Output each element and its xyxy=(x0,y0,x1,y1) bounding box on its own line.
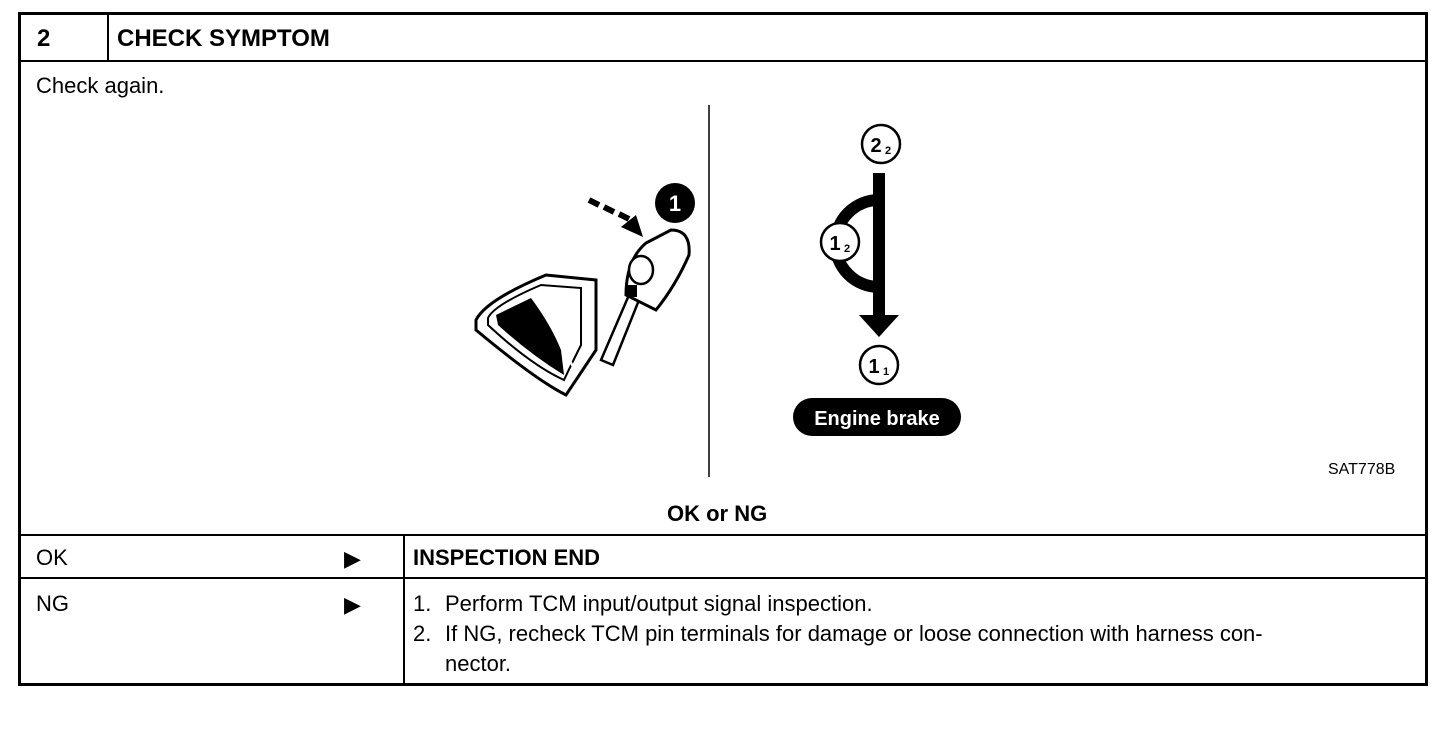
ok-arrow-icon: ▶ xyxy=(344,546,361,571)
shift-lever-figure: 1 2 2 1 2 1 1 Engine brake xyxy=(474,105,961,477)
shift-marker-circle xyxy=(655,183,695,223)
ng-label: NG xyxy=(36,591,69,616)
position-top-circle xyxy=(860,123,902,165)
position-bottom-sub: 1 xyxy=(883,366,889,378)
ok-ng-separator xyxy=(21,577,1425,579)
ng-step-2-number: 2. xyxy=(413,621,432,646)
ng-step-1-text: Perform TCM input/output signal inspecti… xyxy=(445,591,873,616)
position-mid-circle xyxy=(819,221,861,263)
instruction-text: Check again. xyxy=(36,73,165,98)
ng-step-2-text: If NG, recheck TCM pin terminals for dam… xyxy=(445,621,1263,646)
engine-brake-label: Engine brake xyxy=(814,408,940,430)
position-top-sub: 2 xyxy=(885,145,891,157)
ng-arrow-icon: ▶ xyxy=(344,592,361,617)
body-separator xyxy=(21,534,1425,536)
position-bottom-main: 1 xyxy=(868,356,879,378)
position-mid-main: 1 xyxy=(829,233,840,255)
procedure-table: 2 CHECK SYMPTOM Check again. xyxy=(18,12,1428,686)
figure-code: SAT778B xyxy=(1328,461,1396,478)
ok-ng-question: OK or NG xyxy=(667,501,768,526)
ng-step-2-continuation: nector. xyxy=(445,651,512,676)
ng-step-1-number: 1. xyxy=(413,591,432,616)
header-divider xyxy=(107,15,109,60)
position-top-main: 2 xyxy=(870,135,881,157)
result-divider xyxy=(403,536,405,686)
ok-label: OK xyxy=(36,545,68,570)
shift-gate xyxy=(474,273,598,397)
position-bottom-circle xyxy=(858,344,900,386)
header-separator xyxy=(21,60,1425,62)
section-title: CHECK SYMPTOM xyxy=(117,25,330,52)
shift-lever xyxy=(599,228,691,367)
position-mid-sub: 2 xyxy=(844,243,850,255)
ok-action: INSPECTION END xyxy=(413,545,601,570)
push-arrow-icon xyxy=(587,197,643,237)
shift-marker-label: 1 xyxy=(669,191,681,216)
engine-brake-badge xyxy=(793,398,961,436)
step-number: 2 xyxy=(37,25,51,52)
